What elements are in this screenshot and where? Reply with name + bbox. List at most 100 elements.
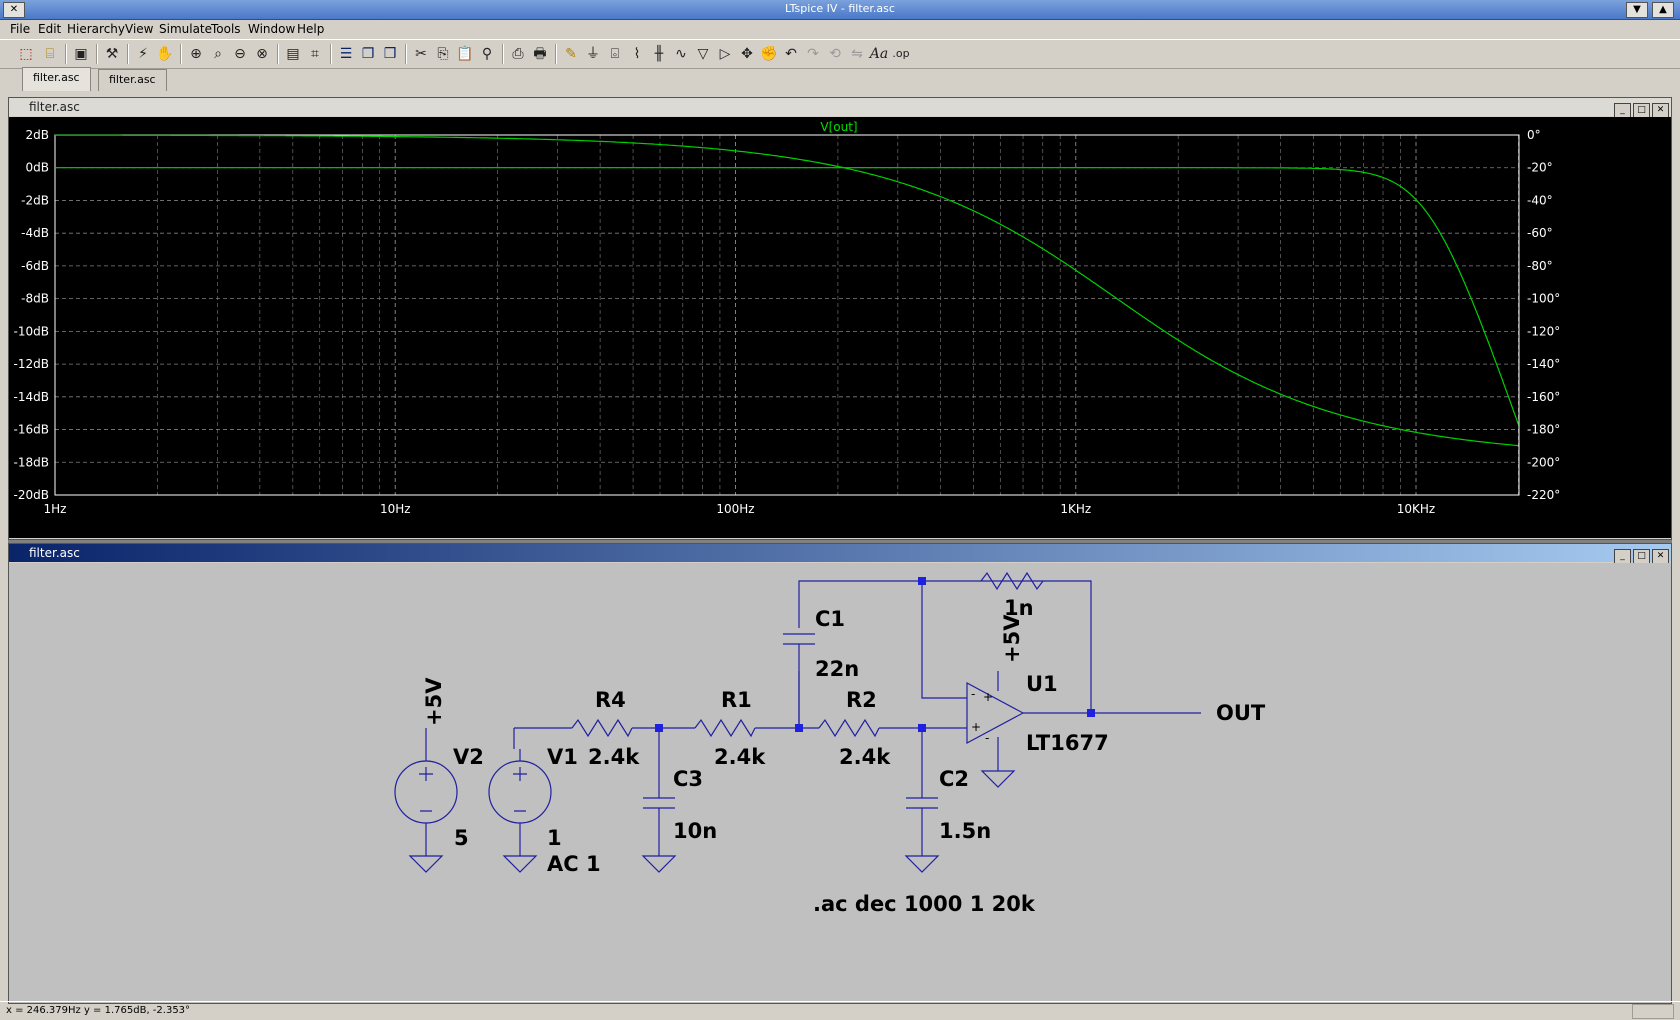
- menu-tools[interactable]: Tools: [211, 22, 241, 36]
- new-schematic-icon[interactable]: ⬚: [19, 46, 33, 62]
- close-button[interactable]: ✕: [1652, 103, 1669, 118]
- schematic-window-title: filter.asc _□✕: [9, 544, 1671, 564]
- find-icon[interactable]: ⚲: [481, 46, 493, 62]
- close-icon[interactable]: ✕: [3, 2, 25, 18]
- tile-horizontal-icon[interactable]: ☰: [339, 46, 353, 62]
- x-axis-tick-label: 1Hz: [44, 502, 67, 516]
- resistor-r3: [980, 571, 1044, 591]
- label-net-icon[interactable]: ⌻: [610, 46, 620, 62]
- drag-icon[interactable]: ✊: [760, 46, 778, 62]
- zoom-out-icon[interactable]: ⊖: [234, 46, 246, 62]
- v1-name[interactable]: V1: [547, 745, 578, 769]
- maximize-button[interactable]: □: [1633, 549, 1650, 564]
- x-axis-tick-label: 10Hz: [380, 502, 411, 516]
- cursor-readout: x = 246.379Hz y = 1.765dB, -2.353°: [6, 1005, 191, 1016]
- ground-icon[interactable]: ⏚: [586, 46, 600, 62]
- schematic-canvas[interactable]: R3 1n C1 22n R4 2.4k R1 2.4k R2 2.4k C3 …: [9, 563, 1671, 1003]
- c3-value[interactable]: 10n: [673, 819, 717, 843]
- control-panel-icon[interactable]: ⚒: [105, 46, 119, 62]
- opamp-input-plus: +: [971, 720, 981, 734]
- text-icon[interactable]: Aa: [869, 46, 889, 62]
- paste-icon[interactable]: 📋: [456, 46, 474, 62]
- window-menu-icon[interactable]: ▼: [1626, 2, 1648, 18]
- c1-name[interactable]: C1: [815, 607, 845, 631]
- capacitor-icon[interactable]: ╫: [654, 46, 664, 62]
- menu-file[interactable]: File: [10, 22, 31, 36]
- inductor-icon[interactable]: ∿: [675, 46, 687, 62]
- print-setup-icon[interactable]: ⎙: [512, 46, 524, 62]
- schematic-window: filter.asc _□✕: [8, 543, 1672, 1004]
- r2-value[interactable]: 2.4k: [839, 745, 891, 769]
- plot-frame: [54, 134, 1520, 496]
- redo-icon[interactable]: ↷: [807, 46, 819, 62]
- opamp-input-minus: -: [971, 687, 975, 701]
- c2-name[interactable]: C2: [939, 767, 969, 791]
- undo-icon[interactable]: ↶: [785, 46, 797, 62]
- v2-supply-label[interactable]: +5V: [422, 677, 446, 726]
- waveform-plot[interactable]: 2dB0dB-2dB-4dB-6dB-8dB-10dB-12dB-14dB-16…: [9, 117, 1671, 538]
- left-axis-tick-label: -8dB: [21, 292, 49, 306]
- out-net-label[interactable]: OUT: [1216, 701, 1266, 725]
- halt-icon[interactable]: ✋: [156, 46, 174, 62]
- u1-supply-label[interactable]: +5V: [1000, 614, 1024, 663]
- resistor-icon[interactable]: ⌇: [633, 46, 641, 62]
- wire-icon[interactable]: ✎: [565, 46, 577, 62]
- autorange-icon[interactable]: ▤: [286, 46, 300, 62]
- tab-filter-schematic[interactable]: filter.asc: [98, 69, 167, 91]
- waveform-window-title: filter.asc _□✕: [9, 98, 1671, 118]
- menu-edit[interactable]: Edit: [38, 22, 62, 36]
- status-bar: x = 246.379Hz y = 1.765dB, -2.353°: [0, 1001, 1680, 1020]
- pan-icon[interactable]: ⌕: [214, 46, 222, 62]
- u1-name[interactable]: U1: [1026, 672, 1058, 696]
- r2-name[interactable]: R2: [846, 688, 877, 712]
- r1-name[interactable]: R1: [721, 688, 752, 712]
- right-axis-tick-label: -120°: [1527, 324, 1560, 338]
- right-axis-tick-label: -160°: [1527, 390, 1560, 404]
- menu-view[interactable]: View: [125, 22, 154, 36]
- component-icon[interactable]: ▷: [719, 46, 731, 62]
- tab-filter-waveform[interactable]: filter.asc: [22, 67, 91, 91]
- run-icon[interactable]: ⚡: [138, 46, 148, 62]
- spice-directive-icon[interactable]: .op: [892, 47, 910, 60]
- menu-simulate[interactable]: Simulate: [159, 22, 213, 36]
- trace-label[interactable]: V[out]: [820, 120, 857, 134]
- minimize-button[interactable]: _: [1614, 549, 1631, 564]
- v2-value[interactable]: 5: [454, 826, 469, 850]
- v1-value[interactable]: 1: [547, 826, 562, 850]
- cascade-icon[interactable]: ❐: [361, 46, 375, 62]
- rotate-icon[interactable]: ⟲: [829, 46, 841, 62]
- v1-ac[interactable]: AC 1: [547, 852, 601, 876]
- tile-vertical-icon[interactable]: ❒: [383, 46, 397, 62]
- right-axis-tick-label: -60°: [1527, 226, 1553, 240]
- c2-value[interactable]: 1.5n: [939, 819, 991, 843]
- r4-value[interactable]: 2.4k: [588, 745, 640, 769]
- diode-icon[interactable]: ▽: [697, 46, 709, 62]
- mirror-icon[interactable]: ⇋: [851, 46, 863, 62]
- r3-name[interactable]: R3: [1003, 563, 1034, 566]
- copy-icon[interactable]: ⎘: [437, 46, 449, 62]
- open-icon[interactable]: ⌸: [45, 46, 55, 62]
- r1-value[interactable]: 2.4k: [714, 745, 766, 769]
- zoom-fit-icon[interactable]: ⊗: [256, 46, 268, 62]
- maximize-button[interactable]: □: [1633, 103, 1650, 118]
- v2-name[interactable]: V2: [453, 745, 484, 769]
- cursor-icon[interactable]: ⌗: [311, 46, 319, 62]
- toolbar: ⬚ ⌸ ▣ ⚒ ⚡ ✋ ⊕ ⌕ ⊖ ⊗ ▤ ⌗ ☰ ❐ ❒ ✂ ⎘ 📋 ⚲ ⎙ …: [0, 39, 1680, 69]
- cut-icon[interactable]: ✂: [415, 46, 427, 62]
- c1-value[interactable]: 22n: [815, 657, 859, 681]
- r4-name[interactable]: R4: [595, 688, 626, 712]
- move-icon[interactable]: ✥: [741, 46, 753, 62]
- close-button[interactable]: ✕: [1652, 549, 1669, 564]
- spice-directive[interactable]: .ac dec 1000 1 20k: [813, 892, 1036, 916]
- zoom-in-icon[interactable]: ⊕: [190, 46, 202, 62]
- menu-window[interactable]: Window: [248, 22, 296, 36]
- print-icon[interactable]: 🖶: [533, 46, 547, 62]
- minimize-button[interactable]: _: [1614, 103, 1631, 118]
- menu-help[interactable]: Help: [297, 22, 325, 36]
- minimize-icon[interactable]: ▲: [1652, 2, 1674, 18]
- save-icon[interactable]: ▣: [74, 46, 88, 62]
- menu-hierarchy[interactable]: Hierarchy: [67, 22, 126, 36]
- c3-name[interactable]: C3: [673, 767, 703, 791]
- r3-value[interactable]: 1n: [1004, 596, 1034, 620]
- u1-model[interactable]: LT1677: [1026, 731, 1109, 755]
